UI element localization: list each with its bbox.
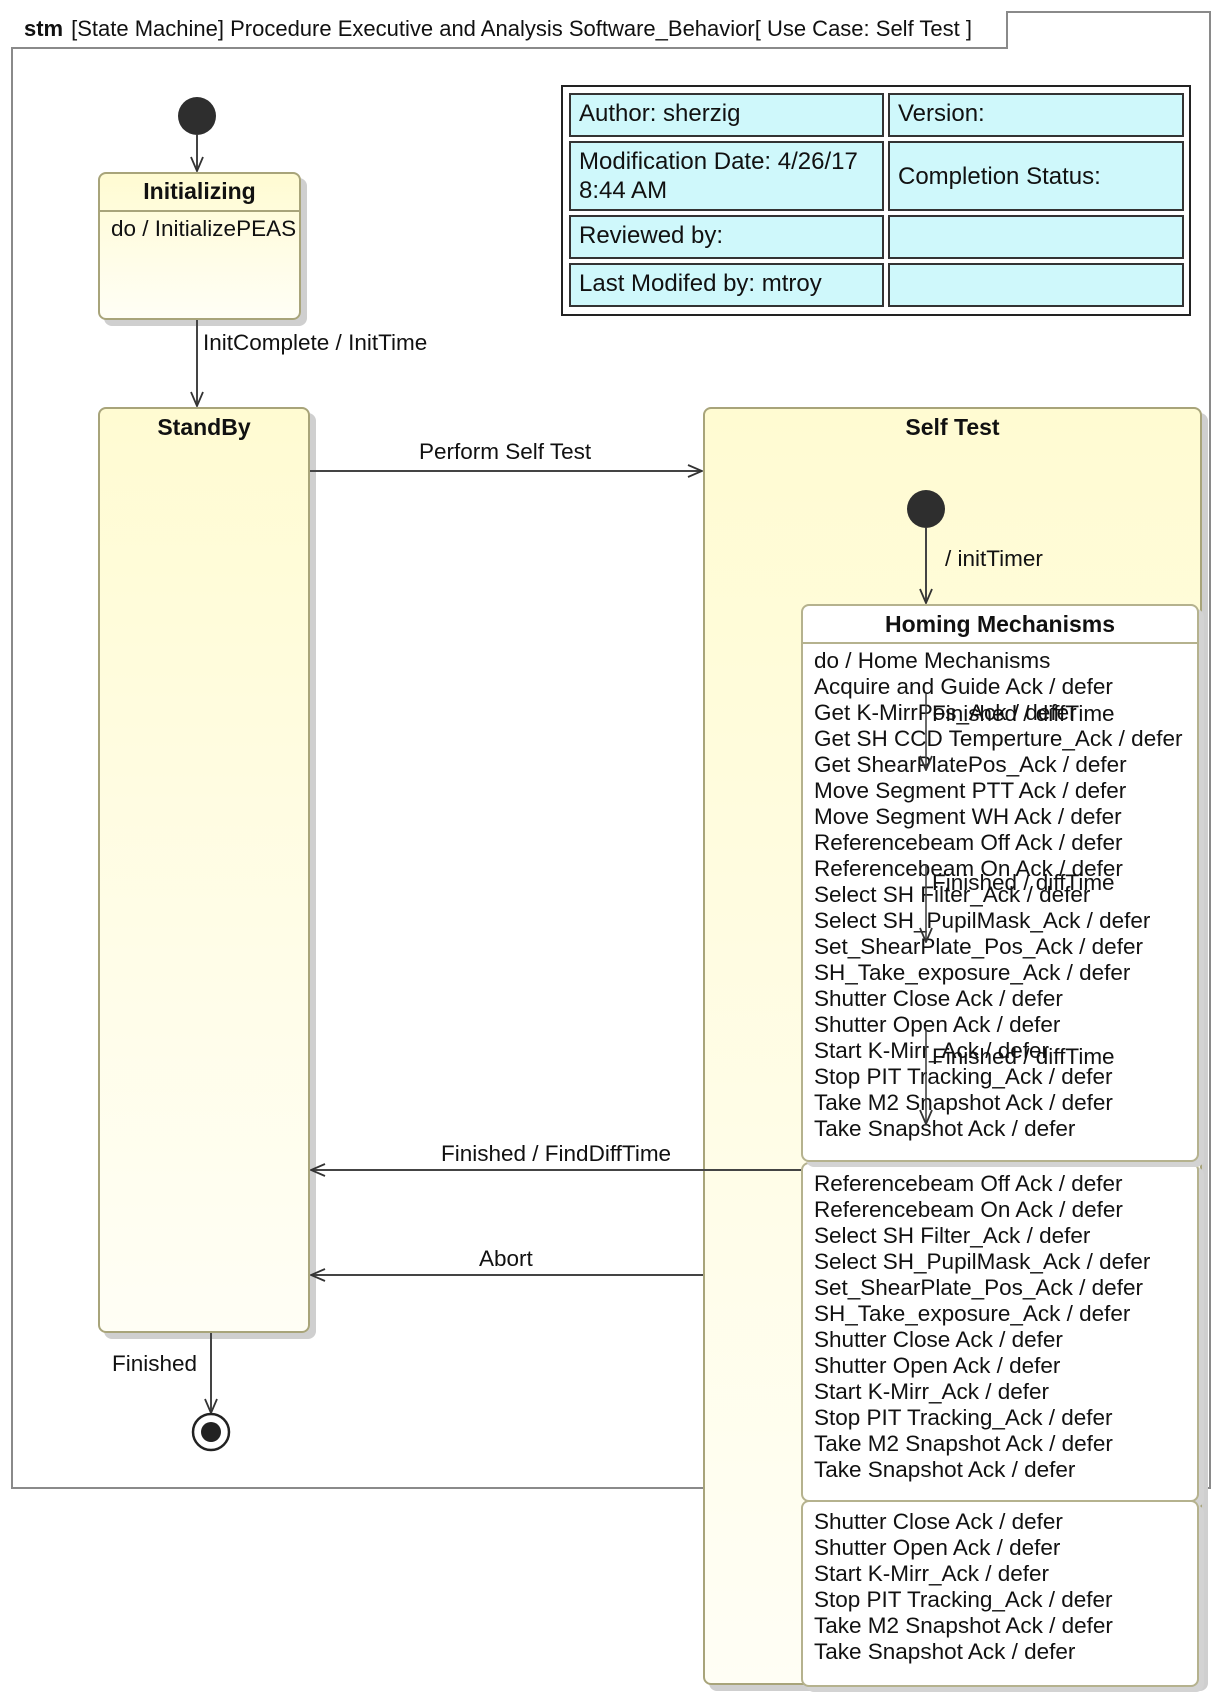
list-item: Stop PIT Tracking_Ack / defer <box>814 1405 1113 1430</box>
frame-title-text: [State Machine] Procedure Executive and … <box>71 16 972 41</box>
state-homing-name: Homing Mechanisms <box>884 611 1116 637</box>
homing-lines: do / Home Mechanisms Acquire and Guide A… <box>814 648 1182 1142</box>
state-standby-name: StandBy <box>157 414 251 440</box>
diagram-info-table: Author: sherzig Version: Modification Da… <box>561 85 1191 316</box>
state-initializing-divider <box>100 210 299 212</box>
initial-pseudostate <box>178 97 216 135</box>
list-item: Take M2 Snapshot Ack / defer <box>814 1613 1113 1638</box>
list-item: Select SH_PupilMask_Ack / defer <box>814 908 1151 933</box>
list-item: Take M2 Snapshot Ack / defer <box>814 1431 1113 1456</box>
info-completion-status: Completion Status: <box>888 141 1184 211</box>
diagram-frame-title: stm [State Machine] Procedure Executive a… <box>11 11 1008 49</box>
label-abort: Abort <box>479 1246 533 1271</box>
state-homing-overflow-b: Shutter Close Ack / defer Shutter Open A… <box>801 1500 1199 1687</box>
list-item: Take M2 Snapshot Ack / defer <box>814 1090 1113 1115</box>
list-item: do / Home Mechanisms <box>814 648 1051 673</box>
info-reviewed-value <box>888 215 1184 259</box>
list-item: Set_ShearPlate_Pos_Ack / defer <box>814 934 1143 959</box>
label-finished: Finished <box>112 1351 198 1376</box>
state-homing-mechanisms[interactable]: Homing Mechanisms do / Home Mechanisms A… <box>801 604 1199 1162</box>
list-item: Start K-Mirr_Ack / defer <box>814 1561 1050 1586</box>
list-item: Shutter Close Ack / defer <box>814 986 1063 1011</box>
state-initializing-name: Initializing <box>143 178 256 204</box>
list-item: Shutter Close Ack / defer <box>814 1509 1063 1534</box>
list-item: Take Snapshot Ack / defer <box>814 1639 1076 1664</box>
state-initializing-behavior: do / InitializePEAS <box>111 216 297 241</box>
list-item: Select SH_PupilMask_Ack / defer <box>814 1249 1151 1274</box>
list-item: Select SH Filter_Ack / defer <box>814 1223 1091 1248</box>
list-item: Stop PIT Tracking_Ack / defer <box>814 1064 1113 1089</box>
list-item: Move Segment WH Ack / defer <box>814 804 1122 829</box>
state-homing-overflow-a: Referencebeam Off Ack / defer Referenceb… <box>801 1162 1199 1502</box>
list-item: Referencebeam On Ack / defer <box>814 856 1123 881</box>
list-item: Take Snapshot Ack / defer <box>814 1116 1076 1141</box>
self-test-initial-pseudostate <box>907 490 945 528</box>
list-item: Select SH Filter_Ack / defer <box>814 882 1091 907</box>
list-item: Get ShearPlatePos_Ack / defer <box>814 752 1127 777</box>
info-author: Author: sherzig <box>569 93 884 137</box>
state-standby[interactable]: StandBy <box>98 407 310 1333</box>
list-item: Move Segment PTT Ack / defer <box>814 778 1127 803</box>
list-item: Take Snapshot Ack / defer <box>814 1457 1076 1482</box>
list-item: Get K-MirrPos_Ack / defer <box>814 700 1077 725</box>
overflow-b-lines: Shutter Close Ack / defer Shutter Open A… <box>814 1509 1113 1665</box>
label-finished-diff-2: Finished / diffTime <box>932 870 1115 895</box>
overflow-a-lines: Referencebeam Off Ack / defer Referenceb… <box>814 1171 1150 1483</box>
list-item: Set_ShearPlate_Pos_Ack / defer <box>814 1275 1143 1300</box>
info-version: Version: <box>888 93 1184 137</box>
state-homing-divider <box>803 642 1197 644</box>
label-init-complete: InitComplete / InitTime <box>203 330 428 355</box>
info-last-modified-value <box>888 263 1184 307</box>
label-init-timer: / initTimer <box>945 546 1043 571</box>
list-item: Start K-Mirr_Ack / defer <box>814 1038 1050 1063</box>
list-item: Shutter Close Ack / defer <box>814 1327 1063 1352</box>
list-item: Referencebeam Off Ack / defer <box>814 1171 1123 1196</box>
state-self-test-name: Self Test <box>905 414 1000 440</box>
list-item: Referencebeam On Ack / defer <box>814 1197 1123 1222</box>
list-item: Referencebeam Off Ack / defer <box>814 830 1123 855</box>
info-modification-date: Modification Date: 4/26/17 8:44 AM <box>569 141 884 211</box>
list-item: Shutter Open Ack / defer <box>814 1535 1061 1560</box>
info-last-modified-by: Last Modifed by: mtroy <box>569 263 884 307</box>
list-item: Get SH CCD Temperture_Ack / defer <box>814 726 1183 751</box>
list-item: SH_Take_exposure_Ack / defer <box>814 1301 1131 1326</box>
info-reviewed-by: Reviewed by: <box>569 215 884 259</box>
label-perform-self-test: Perform Self Test <box>419 439 592 464</box>
label-finished-diff-3: Finished / diffTime <box>932 1044 1115 1069</box>
list-item: Acquire and Guide Ack / defer <box>814 674 1113 699</box>
frame-keyword: stm <box>24 16 64 41</box>
label-finished-find-diff-time: Finished / FindDiffTime <box>441 1141 672 1166</box>
list-item: SH_Take_exposure_Ack / defer <box>814 960 1131 985</box>
list-item: Shutter Open Ack / defer <box>814 1353 1061 1378</box>
list-item: Shutter Open Ack / defer <box>814 1012 1061 1037</box>
label-finished-diff-1: Finished / diffTime <box>932 701 1115 726</box>
list-item: Stop PIT Tracking_Ack / defer <box>814 1587 1113 1612</box>
final-state-inner <box>201 1422 221 1442</box>
state-initializing[interactable]: Initializing do / InitializePEAS <box>98 172 301 320</box>
list-item: Start K-Mirr_Ack / defer <box>814 1379 1050 1404</box>
